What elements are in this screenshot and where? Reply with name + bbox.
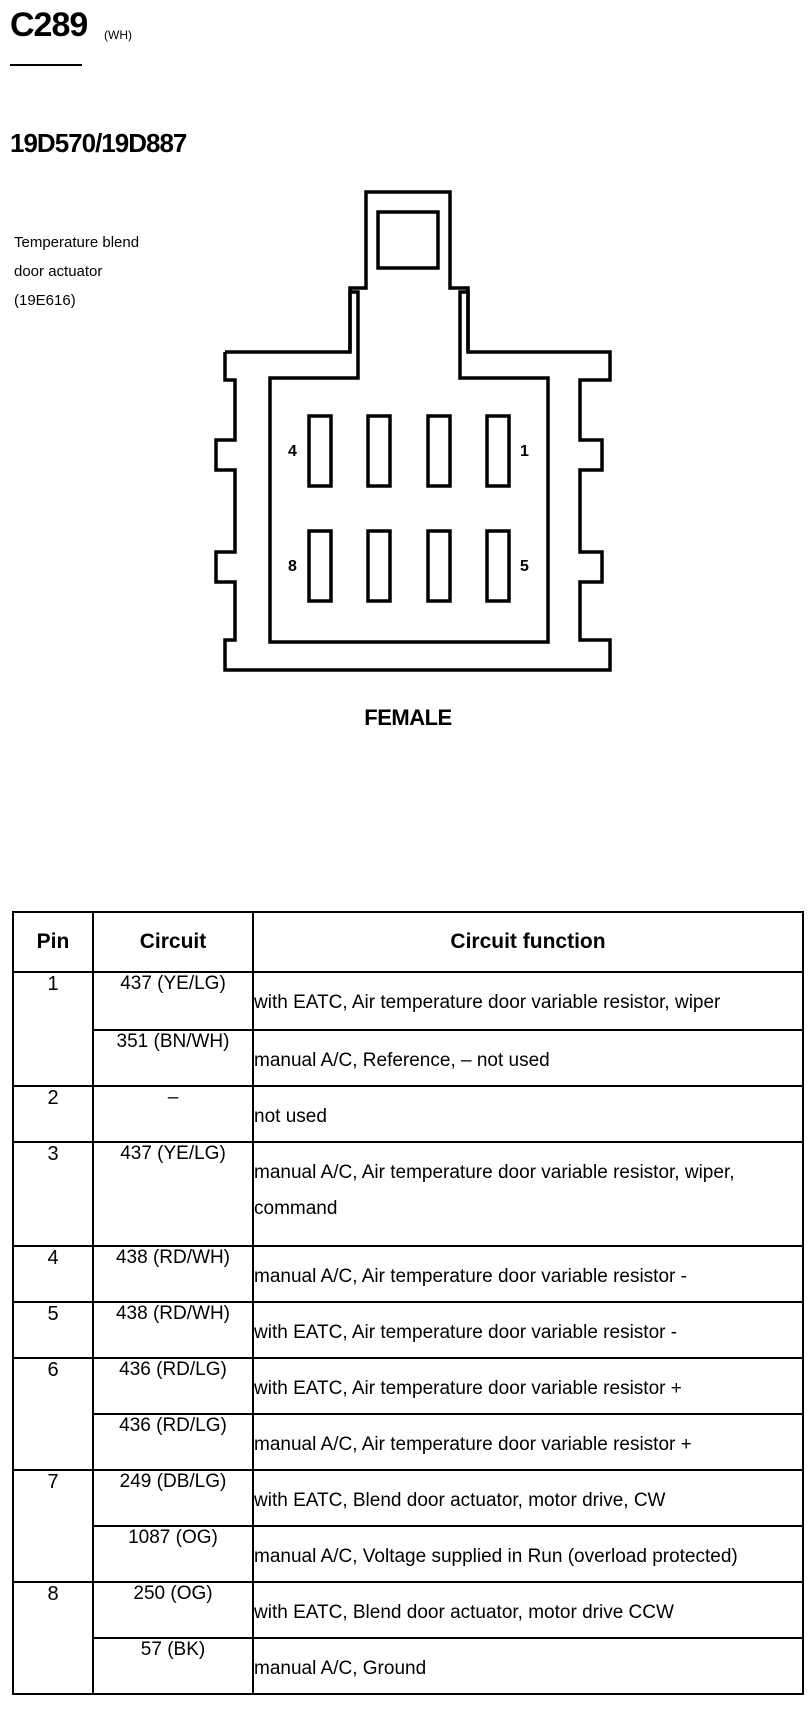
component-description: Temperature blend door actuator (19E616) xyxy=(14,228,174,315)
pin-number: 4 xyxy=(12,1245,94,1303)
circuit-function: with EATC, Blend door actuator, motor dr… xyxy=(252,1469,804,1527)
pin-cavity xyxy=(485,414,511,488)
circuit-code: 57 (BK) xyxy=(92,1637,254,1695)
circuit-code: 436 (RD/LG) xyxy=(92,1357,254,1415)
pin-number: 3 xyxy=(12,1141,94,1247)
circuit-function: manual A/C, Voltage supplied in Run (ove… xyxy=(252,1525,804,1583)
table-row: 7 249 (DB/LG) with EATC, Blend door actu… xyxy=(12,1469,804,1583)
pin-number: 7 xyxy=(12,1469,94,1583)
table-row: 5 438 (RD/WH) with EATC, Air temperature… xyxy=(12,1301,804,1359)
pin-cavity xyxy=(366,414,392,488)
table-header-row: Pin Circuit Circuit function xyxy=(12,911,804,973)
circuit-code: 438 (RD/WH) xyxy=(92,1245,254,1303)
circuit-function: manual A/C, Air temperature door variabl… xyxy=(252,1141,804,1247)
pin-number: 1 xyxy=(12,971,94,1087)
pin-cavity xyxy=(485,529,511,603)
pin-cavity xyxy=(366,529,392,603)
title-underline xyxy=(10,64,82,66)
table-row: 351 (BN/WH) manual A/C, Reference, – not… xyxy=(13,1029,804,1087)
pin-label-bottom-left: 8 xyxy=(288,558,297,575)
pin-number: 5 xyxy=(12,1301,94,1359)
circuit-code: 249 (DB/LG) xyxy=(92,1469,254,1527)
component-description-line: Temperature blend xyxy=(14,234,140,251)
pin-label-top-right: 1 xyxy=(520,443,529,460)
pin-number: 8 xyxy=(12,1581,94,1695)
circuit-function: with EATC, Blend door actuator, motor dr… xyxy=(252,1581,804,1639)
table-row: 436 (RD/LG) manual A/C, Air temperature … xyxy=(13,1413,804,1471)
pin-number: 2 xyxy=(12,1085,94,1143)
circuit-function: manual A/C, Reference, – not used xyxy=(252,1029,804,1087)
table-row: 57 (BK) manual A/C, Ground xyxy=(13,1637,804,1695)
connector-color: (WH) xyxy=(104,28,132,42)
circuit-code: 437 (YE/LG) xyxy=(92,971,254,1031)
pin-cavity xyxy=(426,529,452,603)
connector-gender-label: FEMALE xyxy=(364,705,452,730)
latch-window xyxy=(376,210,440,270)
latch-outline xyxy=(268,290,550,644)
table-row: 3 437 (YE/LG) manual A/C, Air temperatur… xyxy=(12,1141,804,1247)
component-description-line: door actuator xyxy=(14,263,103,280)
column-header-pin: Pin xyxy=(12,911,94,973)
connector-housing-outline xyxy=(214,190,612,672)
pin-cavity xyxy=(426,414,452,488)
circuit-function: with EATC, Air temperature door variable… xyxy=(252,1301,804,1359)
circuit-function: manual A/C, Air temperature door variabl… xyxy=(252,1245,804,1303)
component-description-line: (19E616) xyxy=(14,292,76,309)
table-row: 1 437 (YE/LG) with EATC, Air temperature… xyxy=(12,971,804,1087)
connector-face-diagram: 4 1 8 5 xyxy=(214,190,612,672)
connector-id: C289 xyxy=(10,6,88,44)
circuit-code: 1087 (OG) xyxy=(92,1525,254,1583)
column-header-circuit: Circuit xyxy=(92,911,254,973)
part-number: 19D570/19D887 xyxy=(10,128,187,158)
pin-label-top-left: 4 xyxy=(288,443,297,460)
circuit-code: 351 (BN/WH) xyxy=(92,1029,254,1087)
pin-label-bottom-right: 5 xyxy=(520,558,529,575)
circuit-code: 437 (YE/LG) xyxy=(92,1141,254,1247)
table-row: 2 – not used xyxy=(12,1085,804,1143)
circuit-function: with EATC, Air temperature door variable… xyxy=(252,1357,804,1415)
circuit-function: manual A/C, Ground xyxy=(252,1637,804,1695)
table-row: 4 438 (RD/WH) manual A/C, Air temperatur… xyxy=(12,1245,804,1303)
circuit-function: not used xyxy=(252,1085,804,1143)
table-row: 8 250 (OG) with EATC, Blend door actuato… xyxy=(12,1581,804,1695)
pin-cavity xyxy=(307,529,333,603)
pin-table: Pin Circuit Circuit function 1 437 (YE/L… xyxy=(12,911,804,1695)
circuit-code: 436 (RD/LG) xyxy=(92,1413,254,1471)
circuit-code: – xyxy=(92,1085,254,1143)
circuit-code: 438 (RD/WH) xyxy=(92,1301,254,1359)
table-row: 6 436 (RD/LG) with EATC, Air temperature… xyxy=(12,1357,804,1471)
circuit-code: 250 (OG) xyxy=(92,1581,254,1639)
circuit-function: with EATC, Air temperature door variable… xyxy=(252,971,804,1031)
pin-number: 6 xyxy=(12,1357,94,1471)
table-row: 1087 (OG) manual A/C, Voltage supplied i… xyxy=(13,1525,804,1583)
circuit-function: manual A/C, Air temperature door variabl… xyxy=(252,1413,804,1471)
column-header-function: Circuit function xyxy=(252,911,804,973)
pin-cavity xyxy=(307,414,333,488)
